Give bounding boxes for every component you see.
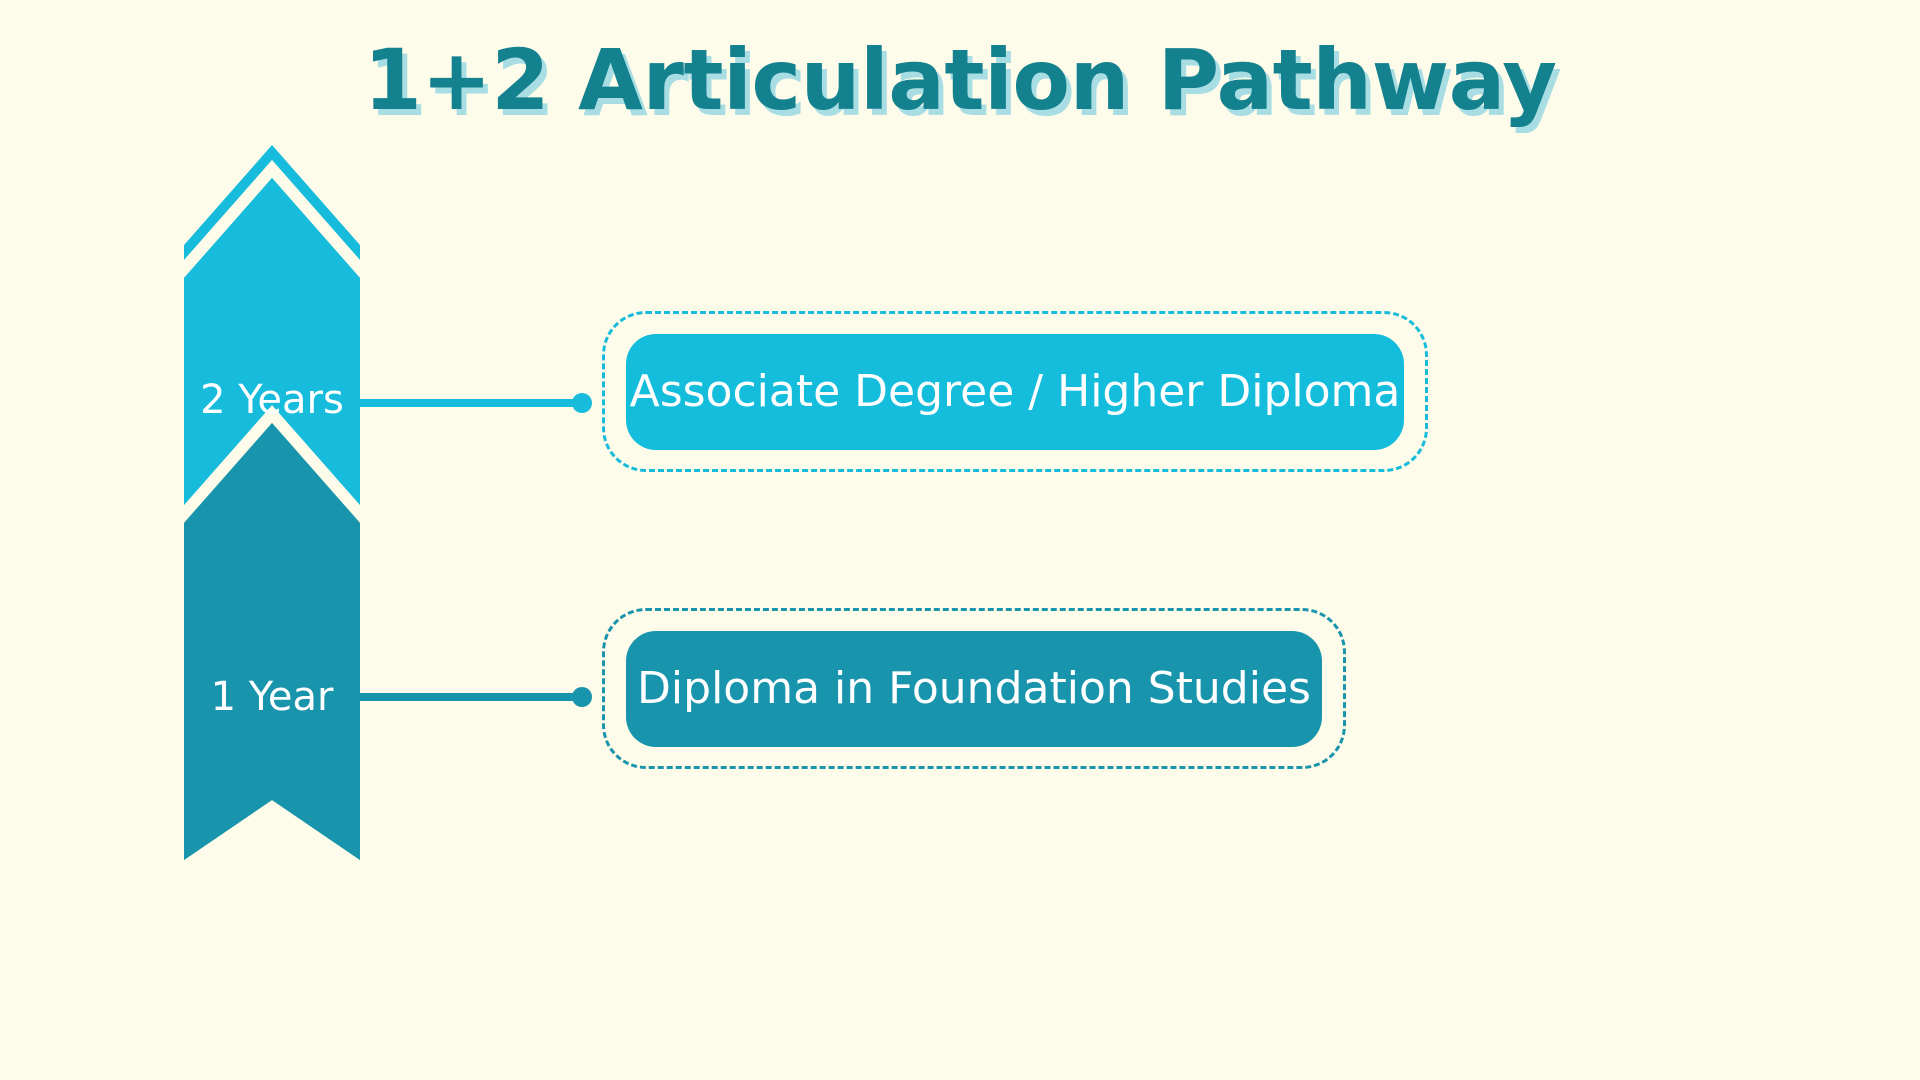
card-label: Diploma in Foundation Studies (637, 662, 1311, 714)
card-outline-associate-degree (602, 311, 1428, 472)
connector-end-dot (572, 687, 592, 707)
chevron-dark-body (184, 423, 360, 860)
connector-line-1-year (356, 687, 596, 707)
chevron-arrow-graphic (184, 145, 360, 860)
card-diploma-foundation[interactable]: Diploma in Foundation Studies (626, 631, 1322, 747)
card-associate-degree[interactable]: Associate Degree / Higher Diploma (626, 334, 1404, 450)
connector-end-dot (572, 393, 592, 413)
connector-line-2-years (356, 393, 596, 413)
chevron-light-body (184, 178, 360, 505)
chevron-arrow-column (184, 145, 360, 860)
connector-stroke (356, 399, 582, 407)
page-title: 1+2 Articulation Pathway (363, 31, 1557, 129)
card-outline-diploma-foundation (602, 608, 1346, 769)
card-label: Associate Degree / Higher Diploma (629, 365, 1401, 417)
stage-label-2-years: 2 Years (200, 377, 344, 423)
connector-stroke (356, 693, 582, 701)
stage-label-1-year: 1 Year (210, 674, 334, 720)
